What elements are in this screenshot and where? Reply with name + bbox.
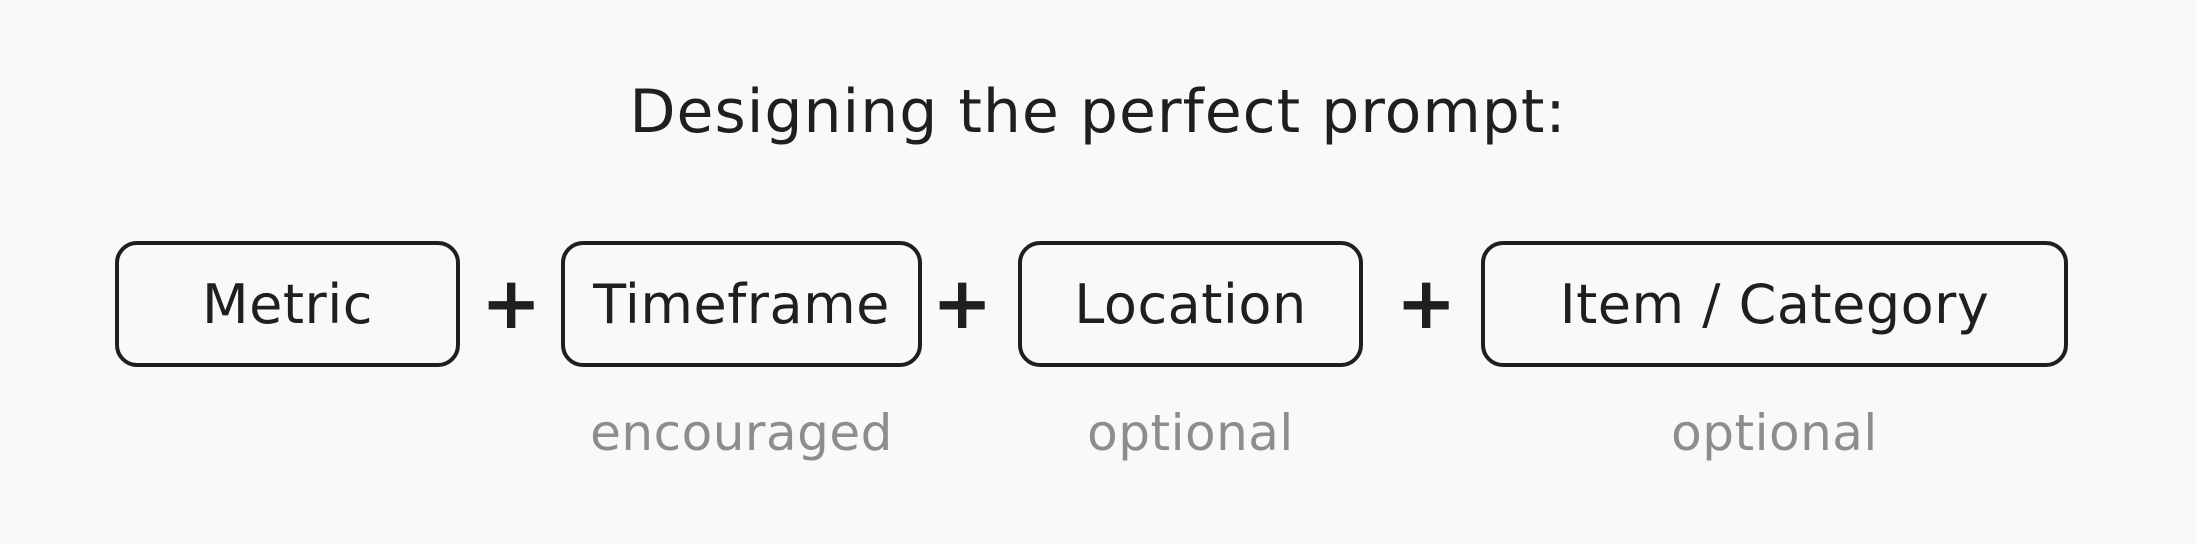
item-category-box: Item / Category [1481,241,2068,367]
metric-label: Metric [202,272,373,336]
plus-sign-3: + [1396,261,1457,345]
timeframe-label: Timeframe [593,272,890,336]
item-category-note: optional [1671,404,1878,462]
location-box: Location [1018,241,1363,367]
metric-box: Metric [115,241,460,367]
plus-sign-2: + [932,261,993,345]
plus-sign-1: + [481,261,542,345]
location-label: Location [1074,272,1307,336]
location-note: optional [1087,404,1294,462]
item-category-label: Item / Category [1559,272,1990,336]
timeframe-box: Timeframe [561,241,922,367]
diagram-title: Designing the perfect prompt: [629,77,1567,147]
timeframe-note: encouraged [590,404,893,462]
